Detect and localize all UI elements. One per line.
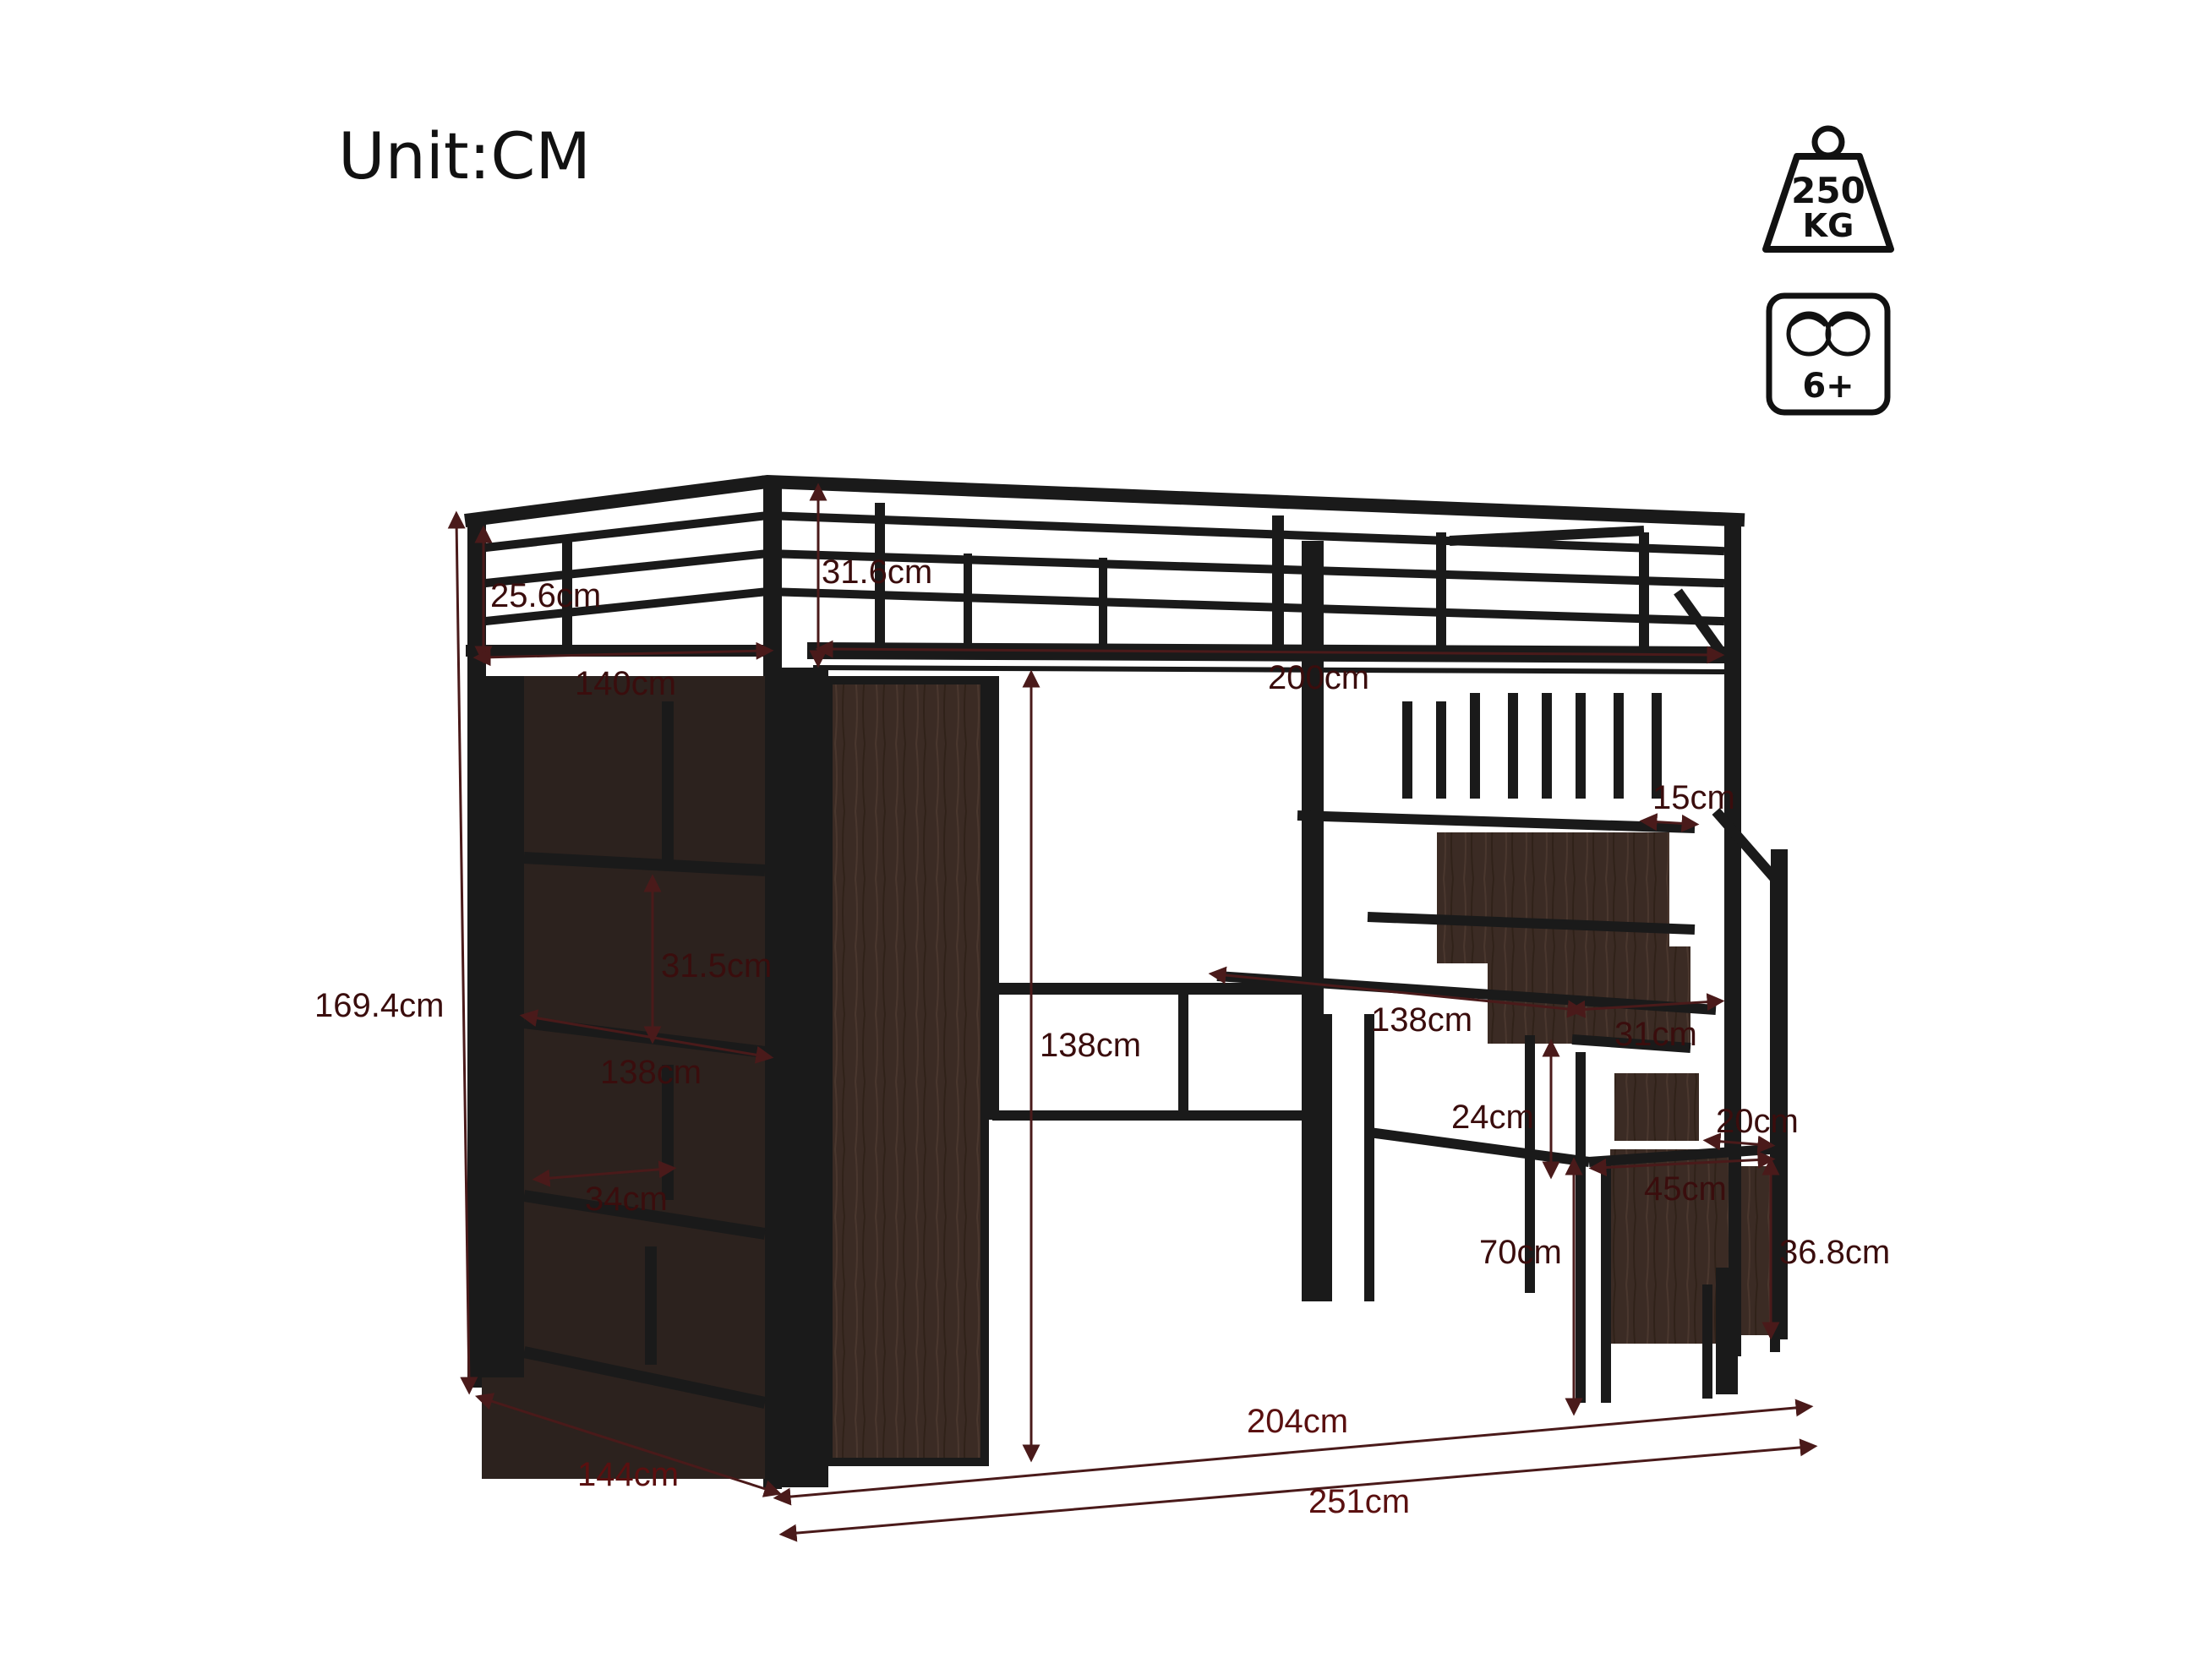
label-overall-length: 251cm <box>1308 1483 1410 1520</box>
unit-label: Unit:CM <box>338 118 591 194</box>
label-frame-length: 204cm <box>1247 1403 1348 1440</box>
label-desk-height: 70cm <box>1479 1234 1562 1271</box>
label-stair-step-small: 20cm <box>1716 1103 1799 1140</box>
bookcase <box>478 668 989 1487</box>
weight-icon: 250 KG <box>1762 125 1894 253</box>
label-bed-length: 200cm <box>1268 659 1369 696</box>
dimension-lines <box>447 483 1818 1542</box>
children-age-icon: 6+ <box>1766 292 1891 416</box>
age-value: 6+ <box>1802 367 1854 406</box>
label-overall-height: 169.4cm <box>314 987 444 1024</box>
label-under-bed-clearance: 138cm <box>1040 1027 1141 1064</box>
weight-unit: KG <box>1803 207 1854 244</box>
label-lower-shelf-gap: 24cm <box>1451 1099 1534 1136</box>
label-step-depth: 15cm <box>1652 779 1735 816</box>
dimension-labels: 25.6cm 31.6cm 140cm 200cm 169.4cm 31.5cm… <box>314 554 1890 1520</box>
weight-value: 250 <box>1791 170 1865 211</box>
label-shelf-depth: 34cm <box>585 1181 668 1218</box>
label-shelf-length: 138cm <box>600 1054 702 1091</box>
label-shelf-height: 31.5cm <box>661 947 772 984</box>
label-desk-length: 138cm <box>1371 1001 1472 1039</box>
label-desk-depth: 31cm <box>1614 1016 1697 1053</box>
label-overall-depth: 144cm <box>577 1456 679 1493</box>
label-top-guard-height-left: 25.6cm <box>490 577 601 614</box>
label-stair-width: 45cm <box>1644 1170 1727 1208</box>
label-bottom-step-height: 36.8cm <box>1779 1234 1890 1271</box>
label-top-guard-height-right: 31.6cm <box>822 554 932 591</box>
label-bed-width: 140cm <box>575 665 676 702</box>
